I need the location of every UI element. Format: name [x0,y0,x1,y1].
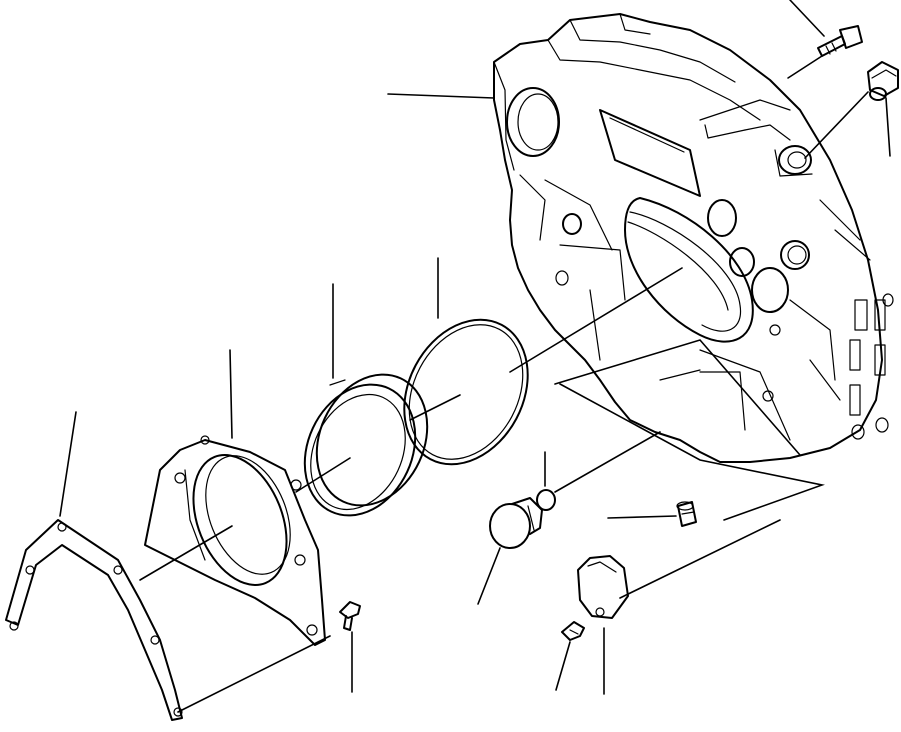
leader-dowel-plug [607,515,677,519]
callout-leaders [59,0,891,695]
o-ring-small [536,489,556,511]
leader-housing-bolt [789,0,825,37]
leader-cover-bolt [555,641,571,691]
dowel-plug [676,501,697,527]
filler-plug [867,61,899,101]
o-ring-large [403,318,529,466]
leader-gasket [59,411,77,517]
leader-seal-holder [229,349,233,439]
inspection-plug [489,497,543,549]
holder-bolt [339,601,361,631]
leader-filler-plug [885,97,891,157]
oil-seal [303,373,429,517]
flywheel-housing [493,13,894,463]
seal-holder [144,435,326,646]
cover [577,555,629,619]
assembly-lines [139,55,869,713]
gasket [5,519,183,721]
leader-inspection-plug [477,547,501,605]
cover-bolt [561,621,585,641]
housing-bolt [817,25,863,57]
leader-housing [387,93,495,99]
